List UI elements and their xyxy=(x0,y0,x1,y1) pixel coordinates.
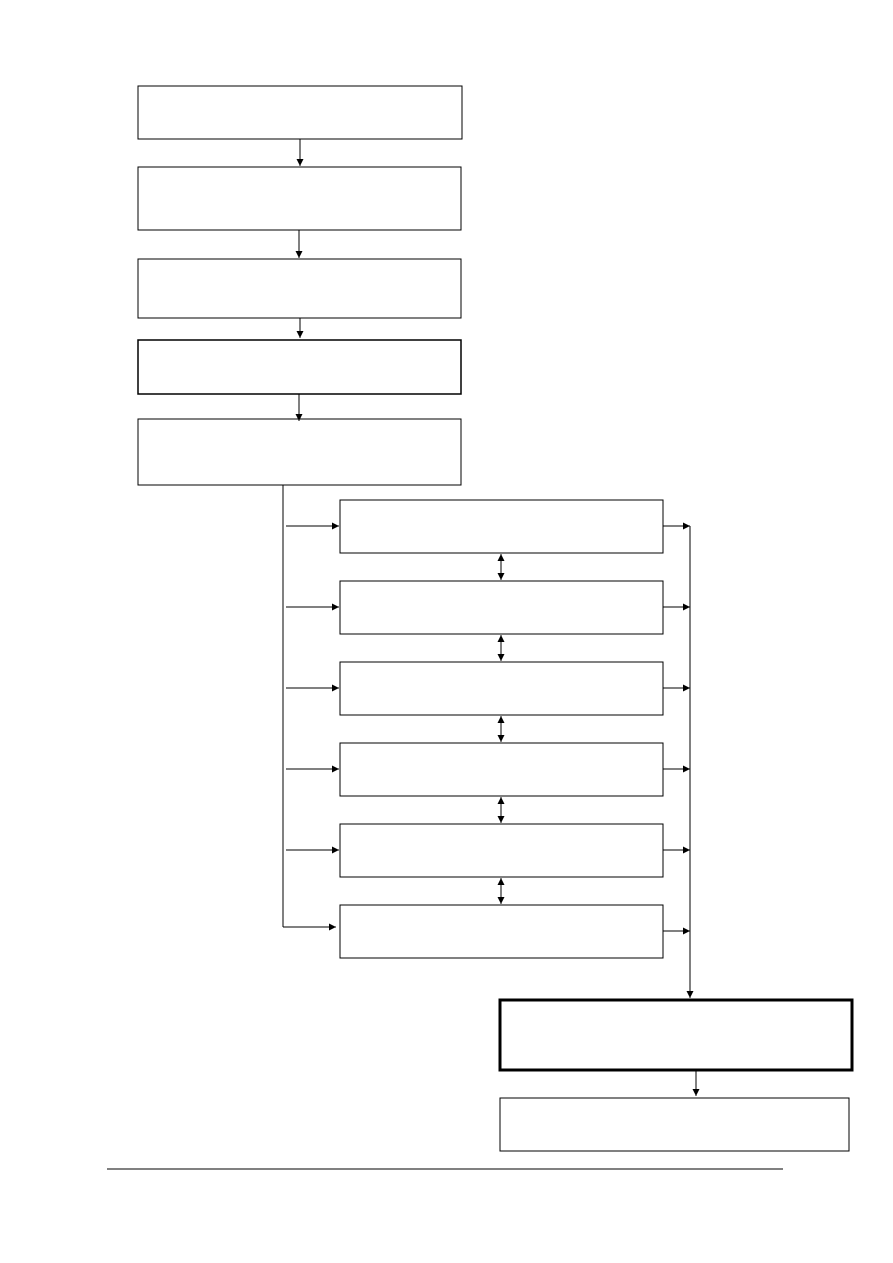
branch-box-2 xyxy=(339,580,664,635)
branch-box-4 xyxy=(339,742,664,797)
step-box-3 xyxy=(137,258,462,319)
branch-box-6 xyxy=(339,904,664,959)
final-box xyxy=(499,1097,850,1152)
merge-box xyxy=(498,998,854,1072)
branch-box-1 xyxy=(339,499,664,554)
step-box-4 xyxy=(137,339,462,395)
step-box-1 xyxy=(137,85,463,140)
branch-box-3 xyxy=(339,661,664,716)
branch-box-5 xyxy=(339,823,664,878)
step-box-2 xyxy=(137,166,462,231)
step-box-5 xyxy=(137,418,462,486)
